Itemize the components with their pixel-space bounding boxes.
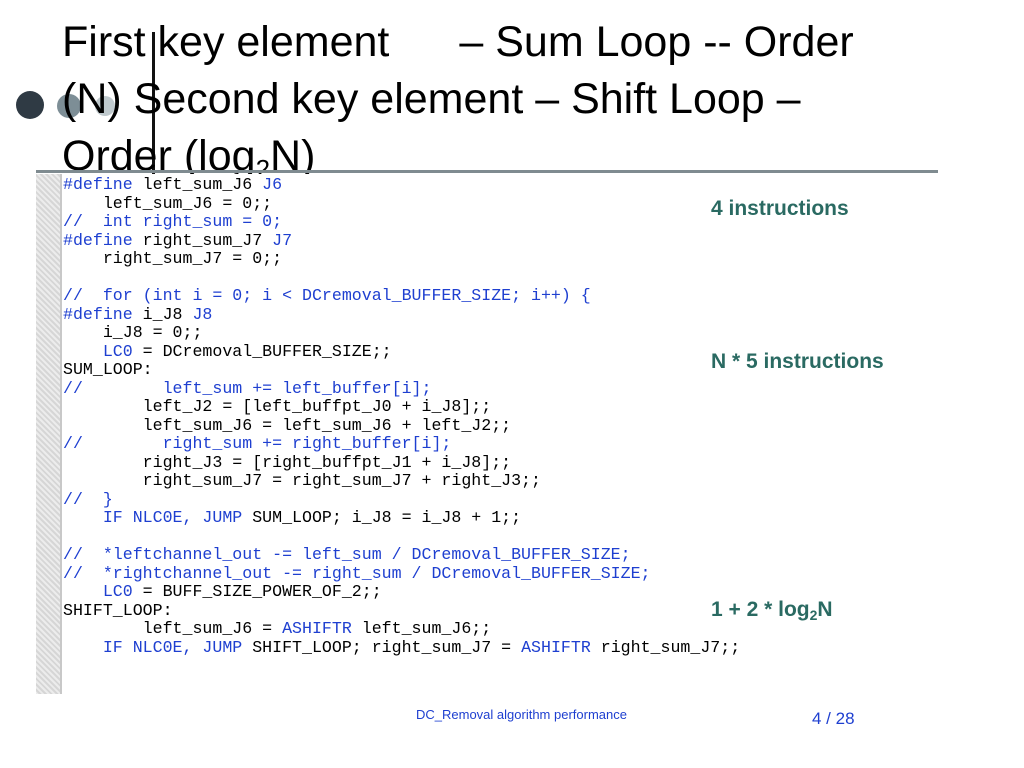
code-keyword: J6 [262, 175, 283, 194]
note-n-times-five: N * 5 instructions [711, 350, 884, 373]
title-divider [36, 170, 938, 173]
code-comment: // left_sum += left_buffer[i]; [63, 378, 432, 398]
title-line-2: (N) Second key element – Shift Loop – [62, 75, 801, 123]
editor-gutter-edge [60, 174, 62, 694]
code-line: #define left_sum_J6 J6 [63, 175, 740, 195]
code-line: IF NLC0E, JUMP SHIFT_LOOP; right_sum_J7 … [63, 637, 741, 658]
code-text: right_sum_J7;; [590, 637, 741, 657]
code-line [63, 528, 740, 547]
code-keyword: J8 [192, 304, 213, 324]
code-comment: // *rightchannel_out -= right_sum / DCre… [63, 563, 651, 583]
code-line: LC0 = DCremoval_BUFFER_SIZE;; [63, 341, 740, 362]
code-keyword: LC0 [102, 582, 133, 601]
code-text: right_sum_J7 = right_sum_J7 + right_J3;; [63, 471, 541, 490]
code-text: right_J3 = [right_buffpt_J1 + i_J8];; [63, 452, 512, 472]
code-text [63, 582, 103, 601]
code-text: right_sum_J7 [142, 230, 273, 250]
note-four-instructions: 4 instructions [711, 197, 849, 220]
code-line: // *leftchannel_out -= left_sum / DCremo… [63, 545, 740, 565]
code-keyword: LC0 [102, 341, 133, 361]
code-listing: #define left_sum_J6 J6 left_sum_J6 = 0;;… [63, 175, 741, 658]
code-text: left_sum_J6 = 0;; [63, 193, 273, 213]
code-line: right_sum_J7 = 0;; [63, 249, 740, 269]
code-line: left_sum_J6 = left_sum_J6 + left_J2;; [63, 415, 740, 436]
code-text: SUM_LOOP; i_J8 = i_J8 + 1;; [252, 508, 522, 527]
code-text: left_sum_J6 = [63, 619, 283, 638]
code-keyword: ASHIFTR [521, 637, 591, 657]
code-line: // } [63, 489, 740, 510]
code-line: #define i_J8 J8 [63, 304, 740, 325]
code-text: SHIFT_LOOP: [63, 600, 173, 620]
code-text: SUM_LOOP: [63, 360, 153, 379]
code-line: // int right_sum = 0; [63, 212, 740, 232]
bullet-dark [16, 91, 44, 119]
code-line: SHIFT_LOOP: [63, 600, 740, 621]
code-line: left_J2 = [left_buffpt_J0 + i_J8];; [63, 397, 740, 417]
code-keyword: IF NLC0E, JUMP [63, 508, 253, 527]
code-screenshot: #define left_sum_J6 J6 left_sum_J6 = 0;;… [36, 174, 864, 694]
code-text: left_J2 = [left_buffpt_J0 + i_J8];; [63, 397, 492, 416]
code-line: left_sum_J6 = ASHIFTR left_sum_J6;; [63, 619, 740, 639]
code-keyword: #define [63, 304, 143, 324]
page-number: 4 / 28 [812, 709, 855, 728]
code-keyword: ASHIFTR [282, 619, 352, 638]
code-text: SHIFT_LOOP; right_sum_J7 = [252, 637, 522, 657]
code-line: // left_sum += left_buffer[i]; [63, 378, 740, 399]
text-cursor-line [152, 32, 155, 192]
footer-title: DC_Removal algorithm performance [416, 707, 627, 722]
code-text: left_sum_J6;; [351, 619, 492, 638]
code-text [63, 342, 103, 361]
code-line: left_sum_J6 = 0;; [63, 193, 740, 214]
code-keyword: #define [63, 230, 143, 250]
code-line: #define right_sum_J7 J7 [63, 230, 740, 251]
code-line: // for (int i = 0; i < DCremoval_BUFFER_… [63, 286, 740, 306]
code-text: i_J8 = 0;; [63, 323, 203, 342]
bullet-medium [57, 94, 81, 118]
code-comment: // for (int i = 0; i < DCremoval_BUFFER_… [63, 286, 591, 305]
note-log-instructions: 1 + 2 * log2N [711, 598, 833, 623]
code-line: SUM_LOOP: [63, 360, 740, 380]
code-line [63, 269, 740, 288]
bullet-light [95, 96, 115, 116]
code-line: right_sum_J7 = right_sum_J7 + right_J3;; [63, 471, 740, 491]
code-text: left_sum_J6 = left_sum_J6 + left_J2;; [63, 415, 512, 435]
editor-gutter [36, 174, 60, 694]
code-keyword: IF NLC0E, JUMP [63, 637, 253, 657]
code-line: // right_sum += right_buffer[i]; [63, 434, 740, 454]
code-line: // *rightchannel_out -= right_sum / DCre… [63, 563, 740, 584]
code-keyword: #define [63, 175, 143, 194]
code-line: IF NLC0E, JUMP SUM_LOOP; i_J8 = i_J8 + 1… [63, 508, 740, 528]
title-line-1: First key element– Sum Loop -- Order [62, 18, 854, 66]
code-comment: // } [63, 489, 113, 509]
slide-title: First key element– Sum Loop -- Order (N)… [62, 14, 962, 185]
code-line: right_J3 = [right_buffpt_J1 + i_J8];; [63, 452, 740, 473]
code-text: = DCremoval_BUFFER_SIZE;; [132, 341, 392, 361]
code-text: right_sum_J7 = 0;; [63, 249, 283, 268]
code-line: LC0 = BUFF_SIZE_POWER_OF_2;; [63, 582, 740, 602]
code-comment: // right_sum += right_buffer[i]; [63, 434, 452, 453]
code-comment: // *leftchannel_out -= left_sum / DCremo… [63, 545, 631, 564]
code-text: = BUFF_SIZE_POWER_OF_2;; [132, 582, 382, 601]
code-keyword: J7 [272, 230, 293, 250]
code-text: left_sum_J6 [142, 175, 263, 194]
code-text: i_J8 [142, 304, 193, 324]
code-line: i_J8 = 0;; [63, 323, 740, 343]
code-comment: // int right_sum = 0; [63, 212, 283, 231]
